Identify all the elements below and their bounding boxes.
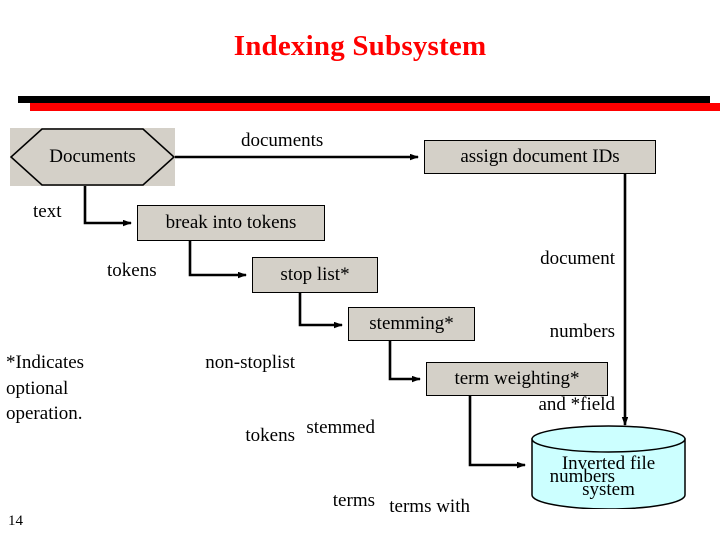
node-assign-document-ids[interactable]: assign document IDs	[424, 140, 656, 174]
node-term-weighting-label: term weighting*	[454, 368, 580, 389]
edge-label-terms-with-weights-line1: terms with	[389, 495, 470, 517]
node-stemming[interactable]: stemming*	[348, 307, 475, 341]
node-stop-list[interactable]: stop list*	[252, 257, 378, 293]
edge-label-documents: documents	[241, 130, 324, 151]
edge-label-text: text	[33, 201, 62, 222]
node-break-into-tokens[interactable]: break into tokens	[137, 205, 325, 241]
cylinder-shape	[531, 425, 686, 510]
node-inverted-file-system-label-line1: Inverted file	[561, 453, 656, 474]
node-assign-document-ids-label: assign document IDs	[460, 146, 620, 167]
node-stemming-label: stemming*	[369, 313, 454, 334]
edge-label-terms-with-weights: terms with weights	[335, 446, 470, 540]
node-inverted-file-system[interactable]: Inverted file system	[531, 425, 686, 510]
divider-red-bar	[30, 103, 720, 111]
edge-label-stemmed-terms-line2: terms	[332, 489, 375, 511]
node-stop-list-label: stop list*	[280, 264, 350, 285]
page-title: Indexing Subsystem	[233, 30, 487, 62]
node-documents-source-label: Documents	[49, 146, 136, 167]
hexagon-shape	[10, 128, 175, 186]
node-documents-source[interactable]: Documents	[10, 128, 175, 186]
divider-black-bar	[18, 96, 710, 103]
node-inverted-file-system-label-line2: system	[582, 478, 635, 500]
edge-label-document-numbers-line4: numbers	[549, 466, 615, 488]
footnote-line3: operation.	[6, 403, 83, 425]
node-term-weighting[interactable]: term weighting*	[426, 362, 608, 396]
edge-label-document-numbers-line2: numbers	[549, 320, 615, 342]
edge-label-stemmed-terms-line1: stemmed	[306, 416, 375, 438]
slide-number: 14	[8, 513, 23, 529]
footnote-line2: optional	[6, 377, 69, 399]
edge-label-tokens: tokens	[107, 260, 157, 281]
edge-label-stemmed-terms: stemmed terms	[255, 367, 375, 540]
edge-label-document-numbers-line1: document	[540, 247, 615, 269]
edge-label-non-stoplist-tokens-line1: non-stoplist	[205, 351, 295, 373]
footnote-line1: *Indicates	[6, 352, 85, 373]
footnote-optional-operation: *Indicates optional operation.	[6, 350, 206, 427]
node-break-into-tokens-label: break into tokens	[165, 212, 297, 233]
edge-label-document-numbers-line3: and *field	[538, 393, 615, 415]
edge-label-non-stoplist-tokens: non-stoplist tokens	[155, 302, 295, 497]
edge-label-non-stoplist-tokens-line2: tokens	[245, 424, 295, 446]
edge-label-document-numbers: document numbers and *field numbers	[470, 198, 615, 538]
